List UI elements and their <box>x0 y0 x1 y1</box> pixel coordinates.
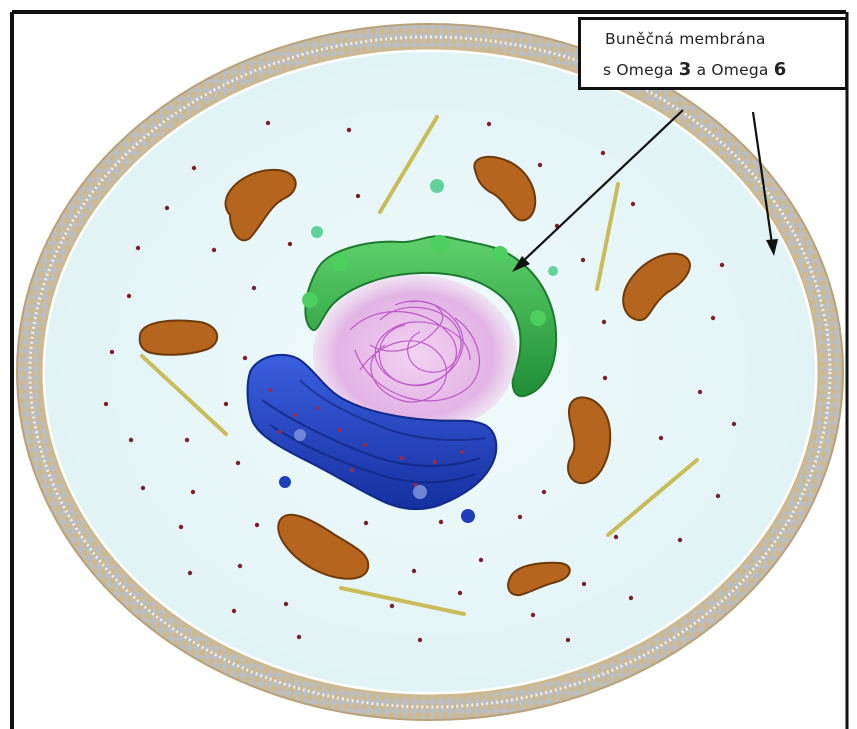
label-line-1: Buněčná membrána <box>605 30 766 48</box>
label-mid: a Omega <box>691 61 773 79</box>
membrane-label-box: Buněčná membrána s Omega 3 a Omega 6 <box>578 17 848 90</box>
omega-6-number: 6 <box>774 59 787 80</box>
omega-3-number: 3 <box>679 59 692 80</box>
label-line-2: s Omega 3 a Omega 6 <box>603 59 786 80</box>
label-prefix: s Omega <box>603 61 679 79</box>
